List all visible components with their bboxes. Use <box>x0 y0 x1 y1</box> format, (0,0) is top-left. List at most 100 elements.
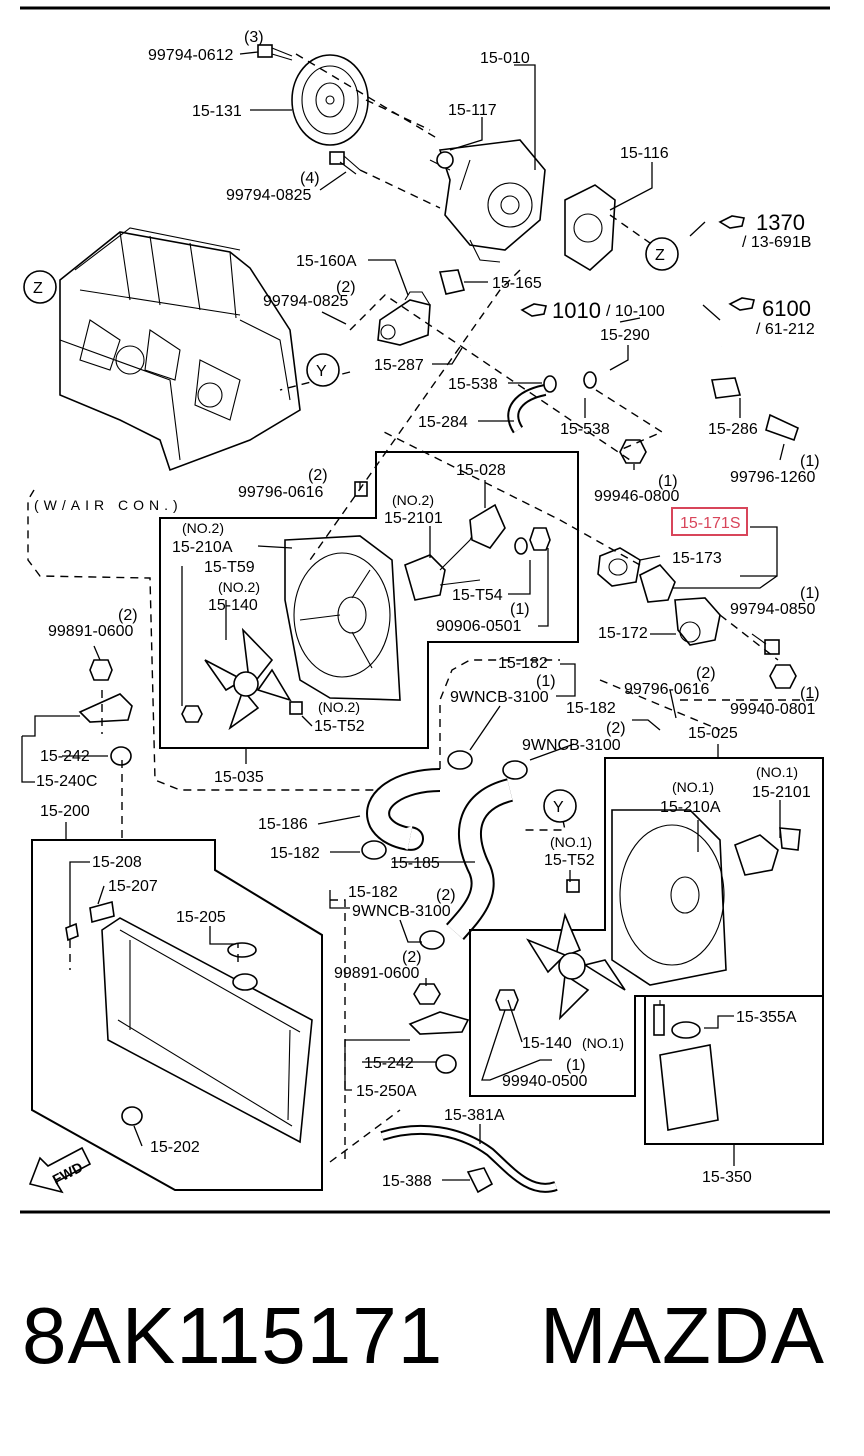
label-15-284: 15-284 <box>418 414 468 431</box>
label-15-140-no2-qual: (NO.2) <box>218 579 260 595</box>
label-99796-0616-lower-qty: (2) <box>696 665 716 682</box>
label-15-117: 15-117 <box>448 102 497 119</box>
label-15-250a: 15-250A <box>356 1083 417 1100</box>
label-15-242-lower: 15-242 <box>364 1055 414 1072</box>
label-99796-0616-lower: 99796-0616 <box>624 681 710 698</box>
label-15-381a: 15-381A <box>444 1107 505 1124</box>
label-w-air-con: (W/AIR CON.) <box>34 497 183 513</box>
label-15-010: 15-010 <box>480 50 530 67</box>
label-15-2101-no1: 15-2101 <box>752 784 811 801</box>
label-10-100: / 10-100 <box>606 303 665 320</box>
bypass-pipe-15-290 <box>469 337 723 373</box>
label-15-028: 15-028 <box>456 462 506 479</box>
label-15-182-d: 15-182 <box>348 884 398 901</box>
label-15-t52-no1-qual: (NO.1) <box>550 834 592 850</box>
label-15-200: 15-200 <box>40 803 90 820</box>
bolt-99794-0612 <box>257 44 293 61</box>
label-9wncb-3100-b-qty: (2) <box>606 720 626 737</box>
label-99796-0616-upper: 99796-0616 <box>238 484 324 501</box>
label-15-173: 15-173 <box>672 550 722 567</box>
label-90906-0501: 90906-0501 <box>436 618 522 635</box>
label-99940-0801-qty: (1) <box>800 685 820 702</box>
engine-block-illustration <box>59 227 301 472</box>
label-15-350: 15-350 <box>702 1169 752 1186</box>
label-15-208: 15-208 <box>92 854 142 871</box>
label-15-210a-no2: 15-210A <box>172 539 233 556</box>
label-99940-0500-qty: (1) <box>566 1057 586 1074</box>
label-15-172: 15-172 <box>598 625 648 642</box>
ref-circle-z-top <box>645 237 679 271</box>
label-15-242-upper: 15-242 <box>40 748 90 765</box>
label-ref-z-top: Z <box>655 247 665 264</box>
nut-99940-0801 <box>769 664 797 689</box>
label-9wncb-3100-a-qty: (1) <box>536 673 556 690</box>
label-15-286: 15-286 <box>708 421 758 438</box>
label-15-182-a: 15-182 <box>498 655 548 672</box>
label-15-160a: 15-160A <box>296 253 357 270</box>
label-99794-0825-lower: 99794-0825 <box>263 293 349 310</box>
ref-circle-z-left <box>23 270 57 304</box>
label-15-202: 15-202 <box>150 1139 200 1156</box>
label-99794-0612: 99794-0612 <box>148 47 234 64</box>
label-15-2101-no1-qual: (NO.1) <box>756 764 798 780</box>
label-15-t54: 15-T54 <box>452 587 503 604</box>
overflow-hose-15-381a <box>380 1124 558 1194</box>
label-15-182-c: 15-182 <box>270 845 320 862</box>
footer-brand-name: MAZDA <box>540 1291 825 1380</box>
lower-bracket-15-250a <box>408 983 470 1074</box>
label-99891-0600-lower-qty: (2) <box>402 949 422 966</box>
reference-arrow-icons <box>520 215 755 317</box>
label-99794-0825-lower-qty: (2) <box>336 279 356 296</box>
thermostat-15-172 <box>639 564 721 646</box>
label-15-240c: 15-240C <box>36 773 97 790</box>
thermostat-housing-illustration <box>377 291 431 346</box>
leader-lines <box>21 51 785 1181</box>
label-15-355a: 15-355A <box>736 1009 797 1026</box>
label-99794-0825-upper: 99794-0825 <box>226 187 312 204</box>
label-ref-y-top: Y <box>316 363 327 380</box>
label-15-t52-no1: 15-T52 <box>544 852 595 869</box>
label-99796-0616-upper-qty: (2) <box>308 467 328 484</box>
label-99794-0612-qty: (3) <box>244 29 264 46</box>
label-99940-0500: 99940-0500 <box>502 1073 588 1090</box>
label-15-205: 15-205 <box>176 909 226 926</box>
water-pump-gasket-illustration <box>564 184 616 271</box>
label-99946-0800: 99946-0800 <box>594 488 680 505</box>
label-15-116: 15-116 <box>620 145 669 162</box>
label-15-210a-no1-qual: (NO.1) <box>672 779 714 795</box>
fwd-arrow-icon <box>28 1146 92 1194</box>
label-15-131: 15-131 <box>192 103 242 120</box>
label-15-388: 15-388 <box>382 1173 432 1190</box>
bolt-99794-0825-upper <box>329 151 361 175</box>
label-15-t59: 15-T59 <box>204 559 255 576</box>
label-15-165: 15-165 <box>492 275 542 292</box>
label-ref-z-left: Z <box>33 280 43 297</box>
highlight-box-15-171s <box>671 507 748 536</box>
label-15-186: 15-186 <box>258 816 308 833</box>
label-99794-0850-qty: (1) <box>800 585 820 602</box>
fan-bracket-15-240c <box>78 659 133 766</box>
label-99946-0800-qty: (1) <box>658 473 678 490</box>
bracket-15-286 <box>711 377 799 442</box>
label-99796-1260: 99796-1260 <box>730 469 816 486</box>
label-90906-0501-qty: (1) <box>510 601 530 618</box>
label-15-140-no2: 15-140 <box>208 597 258 614</box>
pulley-illustration <box>291 54 369 146</box>
label-15-t52-no2: 15-T52 <box>314 718 365 735</box>
ref-circle-y-top <box>306 353 340 387</box>
label-9wncb-3100-c: 9WNCB-3100 <box>352 903 451 920</box>
label-15-290: 15-290 <box>600 327 650 344</box>
label-15-035: 15-035 <box>214 769 264 786</box>
label-15-210a-no2-qual: (NO.2) <box>182 520 224 536</box>
label-15-210a-no1: 15-210A <box>660 799 721 816</box>
label-6100: 6100 <box>762 296 811 321</box>
bolt-99794-0850 <box>751 633 780 655</box>
footer-part-number: 8AK115171 <box>22 1291 444 1380</box>
fan-assembly-no1-box <box>469 757 824 1097</box>
ref-circle-y-mid <box>543 789 577 823</box>
label-15-140-no1-qual: (NO.1) <box>582 1035 624 1051</box>
label-15-025: 15-025 <box>688 725 738 742</box>
dashed-connection-lines <box>69 53 820 1163</box>
label-99940-0801: 99940-0801 <box>730 701 816 718</box>
